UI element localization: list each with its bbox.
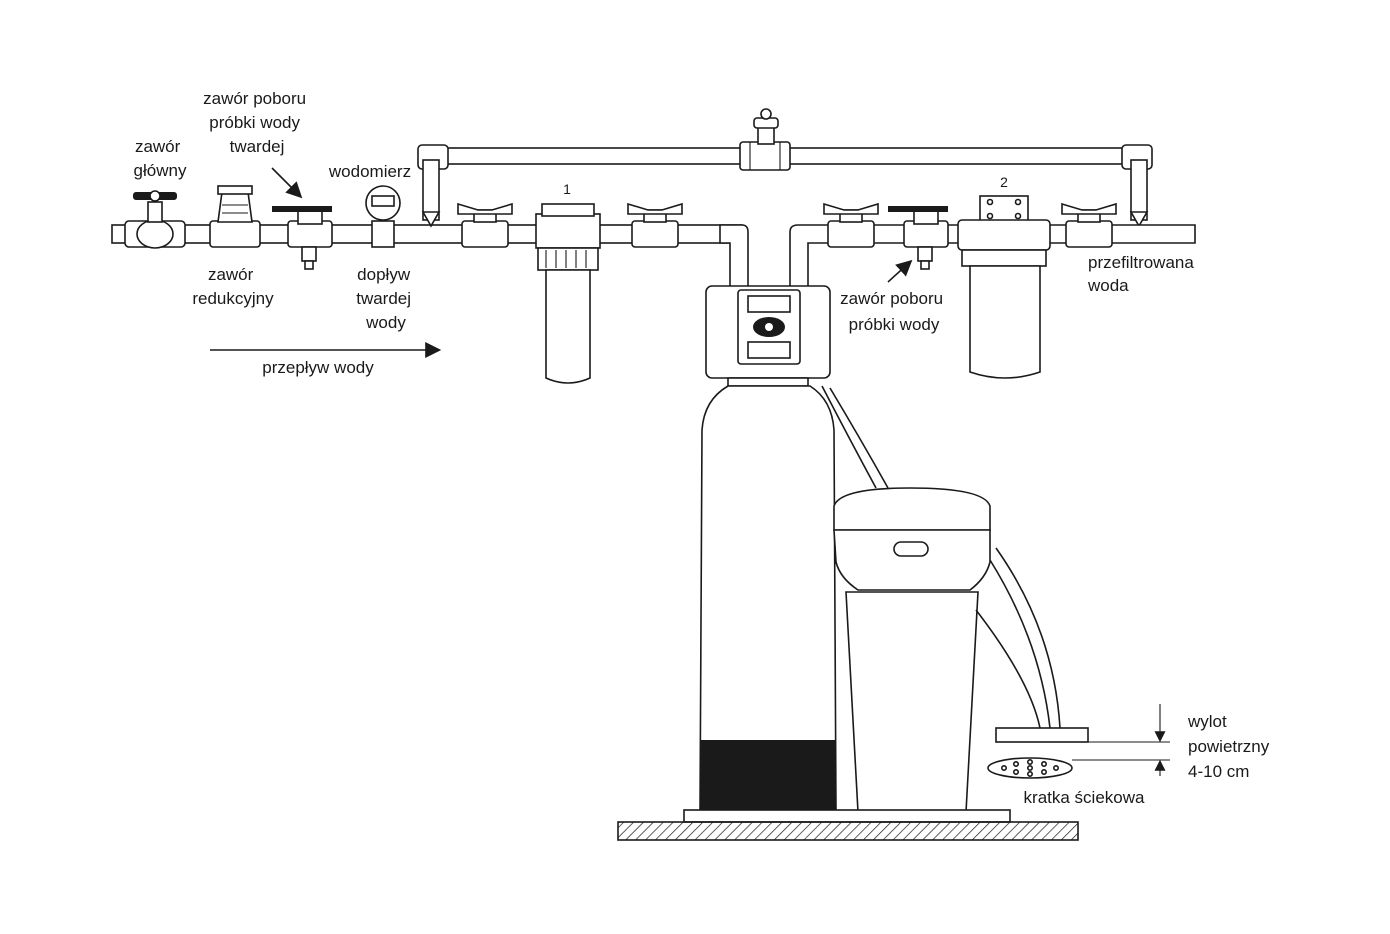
sample-valve-soft [888, 206, 949, 270]
shutoff-valve-4 [1061, 202, 1117, 248]
water-flow-label: przepływ wody [262, 358, 374, 377]
sample-valve-hard-arrow [271, 167, 303, 199]
sample-valve-soft-label: zawór poboru próbki wody [840, 289, 948, 334]
reducing-valve [209, 185, 261, 248]
shutoff-valve-2 [627, 202, 683, 248]
main-valve-label: zawór główny [134, 137, 187, 180]
sample-valve-hard-label: zawór poboru próbki wody twardej [203, 89, 311, 156]
reducing-valve-label: zawór redukcyjny [192, 265, 274, 308]
floor-drain-label: kratka ściekowa [1024, 788, 1145, 807]
floor-drain-grate [987, 757, 1073, 779]
sample-valve-soft-arrow [887, 259, 913, 283]
filter-2-number: 2 [1000, 174, 1008, 190]
sample-valve-hard [272, 206, 333, 270]
filter-1-number: 1 [563, 181, 571, 197]
air-gap-label: wylot powietrzny 4-10 cm [1187, 712, 1274, 781]
main-valve [124, 190, 186, 249]
water-meter [365, 185, 401, 248]
shutoff-valve-1 [457, 202, 513, 248]
drain-outlet [995, 727, 1089, 743]
resin-tank [699, 385, 837, 813]
brine-tank [833, 487, 991, 813]
shutoff-valve-3 [823, 202, 879, 248]
brine-line [821, 385, 889, 489]
softener-control-head [705, 285, 831, 387]
drain-hoses [975, 547, 1061, 729]
filtered-water-label: przefiltrowana woda [1087, 253, 1199, 295]
pipe-to-softener [719, 224, 749, 291]
hard-water-inflow-label: dopływ twardej wody [356, 265, 416, 332]
filter-1 [535, 203, 601, 384]
filter-2 [957, 195, 1051, 379]
air-gap-dimension [1072, 704, 1170, 776]
water-meter-label: wodomierz [328, 162, 411, 181]
bypass-valve [739, 108, 791, 171]
base-platform [617, 809, 1079, 841]
